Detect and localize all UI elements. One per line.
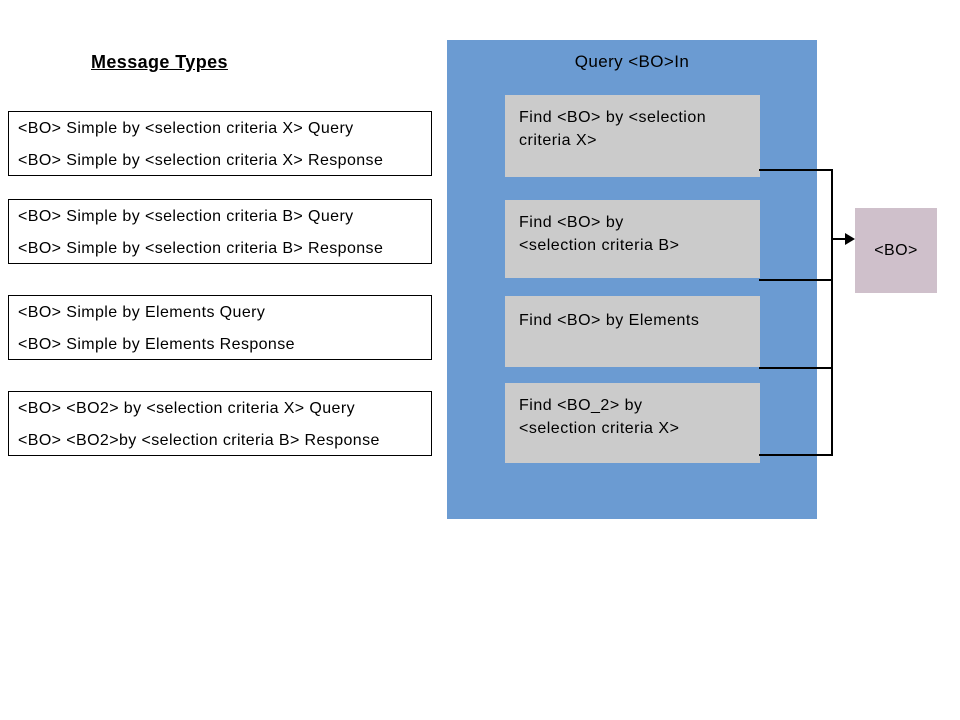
message-type-box-bo2: <BO> <BO2> by <selection criteria X> Que… [8,391,432,456]
arrow-right-icon [845,233,855,245]
connector-h-line-4 [759,454,833,456]
find-box-line: <selection criteria X> [519,420,680,437]
connector-h-line-1 [759,169,833,171]
find-box-line: Find <BO> by Elements [519,312,700,329]
message-line: <BO> Simple by <selection criteria X> Qu… [18,120,354,137]
find-box-selection-x: Find <BO> by <selection criteria X> [505,95,760,177]
find-box-selection-b: Find <BO> by <selection criteria B> [505,200,760,278]
message-line: <BO> <BO2>by <selection criteria B> Resp… [18,432,380,449]
message-line: <BO> <BO2> by <selection criteria X> Que… [18,400,355,417]
query-panel-title: Query <BO>In [574,52,690,71]
find-box-line: <selection criteria B> [519,237,680,254]
message-line: <BO> Simple by Elements Response [18,336,295,353]
query-bo-in-panel: Query <BO>In Find <BO> by <selection cri… [447,40,817,519]
message-type-box-simple-b: <BO> Simple by <selection criteria B> Qu… [8,199,432,264]
arrow-shaft [832,238,847,240]
connector-h-line-3 [759,367,833,369]
connector-h-line-2 [759,279,833,281]
find-box-line: criteria X> [519,132,597,149]
message-line: <BO> Simple by Elements Query [18,304,266,321]
connector-v-line [831,169,833,456]
message-line: <BO> Simple by <selection criteria X> Re… [18,152,384,169]
find-box-line: Find <BO> by <selection [519,109,707,126]
target-bo-label: <BO> [874,241,918,259]
target-bo-box: <BO> [855,208,937,293]
find-box-line: Find <BO_2> by [519,397,643,414]
message-types-title: Message Types [91,52,228,72]
message-line: <BO> Simple by <selection criteria B> Re… [18,240,384,257]
find-box-elements: Find <BO> by Elements [505,296,760,367]
message-type-box-simple-x: <BO> Simple by <selection criteria X> Qu… [8,111,432,176]
message-type-box-elements: <BO> Simple by Elements Query <BO> Simpl… [8,295,432,360]
message-line: <BO> Simple by <selection criteria B> Qu… [18,208,354,225]
find-box-line: Find <BO> by [519,214,624,231]
find-box-bo2: Find <BO_2> by <selection criteria X> [505,383,760,463]
